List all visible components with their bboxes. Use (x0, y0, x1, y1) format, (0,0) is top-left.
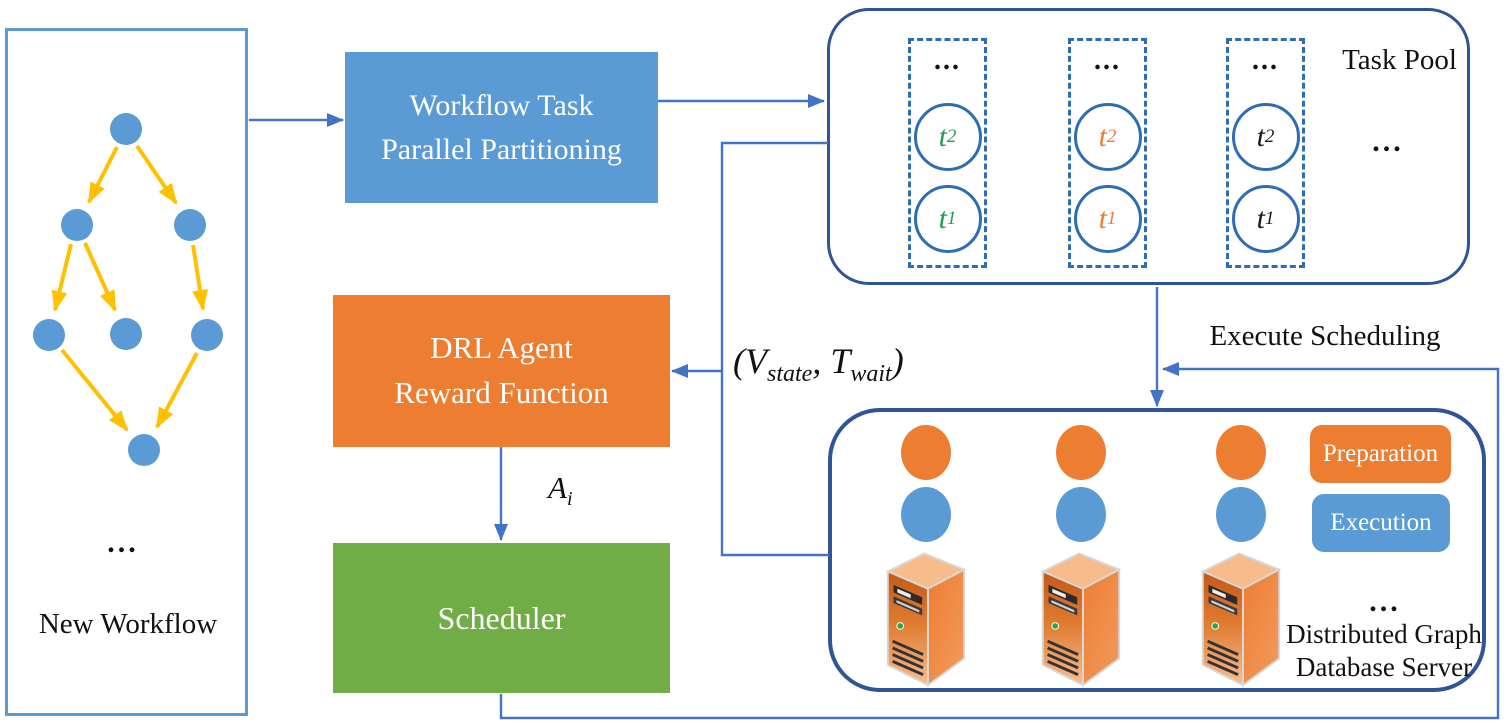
scheduler-label: Scheduler (437, 599, 566, 636)
task-label: t (1256, 202, 1265, 235)
legend-execution: Execution (1312, 494, 1450, 552)
workflow-edge (135, 144, 178, 205)
task-label: t (1098, 120, 1107, 153)
workflow-node (110, 318, 142, 350)
queue-ellipsis: ... (1252, 45, 1279, 76)
new-workflow-label: New Workflow (38, 608, 218, 640)
exec-circle (1056, 487, 1106, 542)
server-caption-line2: Database Server (1295, 651, 1473, 682)
workflow-edge (87, 146, 119, 204)
queue-ellipsis: ... (934, 45, 961, 76)
task-label: t (1256, 120, 1265, 153)
workflow-dag (33, 113, 223, 466)
new-workflow-ellipsis: ... (107, 526, 139, 559)
queue-ellipsis: ... (1094, 45, 1121, 76)
workflow-edge (191, 244, 208, 311)
workflow-node (174, 209, 206, 241)
prep-circle (901, 425, 951, 480)
drl-label-line1: DRL Agent (430, 330, 573, 366)
task-label: t (1098, 202, 1107, 235)
partitioning-box: Workflow Task Parallel Partitioning (345, 52, 658, 203)
workflow-node (191, 319, 223, 351)
workflow-edge (51, 243, 73, 312)
server-caption-line1: Distributed Graph (1286, 619, 1482, 649)
workflow-node (110, 113, 142, 145)
workflow-edges (51, 144, 208, 432)
workflow-edge (83, 242, 117, 312)
legend-execution-label: Execution (1330, 509, 1432, 536)
workflow-nodes (33, 113, 223, 466)
drl-agent-box: DRL Agent Reward Function (333, 295, 670, 447)
exec-circle (1216, 487, 1266, 542)
prep-circle (1056, 425, 1106, 480)
execute-scheduling-label: Execute Scheduling (1209, 320, 1441, 352)
workflow-node (61, 209, 93, 241)
task-pool-title: Task Pool (1342, 44, 1457, 76)
workflow-node (128, 434, 160, 466)
workflow-edge (155, 352, 199, 429)
task-pool-ellipsis: ... (1372, 125, 1404, 158)
partitioning-label-line2: Parallel Partitioning (381, 132, 622, 166)
partitioning-label-line1: Workflow Task (409, 89, 594, 122)
workflow-edge (60, 348, 129, 432)
legend-preparation-label: Preparation (1322, 440, 1439, 467)
scheduler-box: Scheduler (333, 543, 670, 693)
state-tuple-label: (Vstate, Twait) (733, 341, 904, 388)
drl-label-line2: Reward Function (394, 375, 609, 410)
legend-preparation: Preparation (1310, 425, 1451, 483)
exec-circle (901, 487, 951, 542)
server-ellipsis: ... (1369, 585, 1401, 618)
workflow-node (33, 319, 65, 351)
action-label: Ai (548, 470, 573, 511)
task-label: t (938, 120, 947, 153)
prep-circle (1216, 425, 1266, 480)
new-workflow-panel: ... New Workflow (5, 28, 248, 716)
task-label: t (938, 202, 947, 235)
server-caption: Distributed Graph Database Server (1268, 618, 1500, 684)
